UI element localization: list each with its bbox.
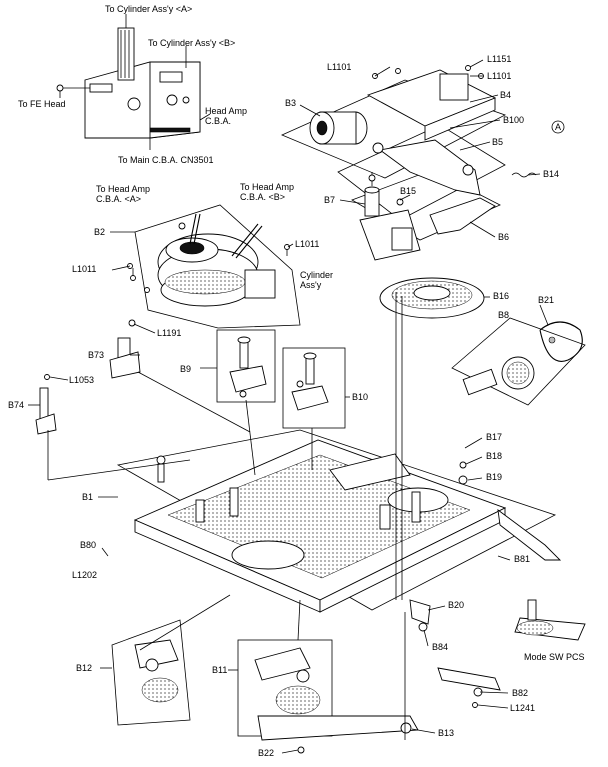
part-B6: B6 bbox=[498, 232, 509, 242]
head-amp-a-line2: C.B.A. <A> bbox=[96, 194, 141, 204]
part-B73: B73 bbox=[88, 350, 104, 360]
part-B3: B3 bbox=[285, 98, 296, 108]
main-chassis-b1 bbox=[116, 429, 562, 613]
part-B21: B21 bbox=[538, 295, 554, 305]
part-L1191: L1191 bbox=[157, 328, 181, 338]
label-head-amp-a: To Head Amp C.B.A. <A> bbox=[96, 184, 153, 204]
part-b74 bbox=[35, 374, 57, 435]
part-L1053: L1053 bbox=[69, 375, 94, 385]
part-B10: B10 bbox=[352, 392, 368, 402]
part-B80: B80 bbox=[80, 540, 96, 550]
part-B16: B16 bbox=[493, 291, 509, 301]
guide-b10 bbox=[282, 347, 346, 429]
head-amp-line2: C.B.A. bbox=[205, 116, 231, 126]
part-b73 bbox=[109, 319, 141, 379]
gear-assembly-b11 bbox=[237, 639, 333, 737]
part-L1101-b: L1101 bbox=[487, 71, 511, 81]
cylinder-line1: Cylinder bbox=[300, 270, 333, 280]
head-amp-line1: Head Amp bbox=[205, 106, 247, 116]
part-B2: B2 bbox=[94, 227, 105, 237]
label-cyl-b: To Cylinder Ass'y <B> bbox=[148, 38, 235, 48]
part-B15: B15 bbox=[400, 186, 416, 196]
label-cylinder-assy: Cylinder Ass'y bbox=[300, 270, 336, 290]
head-amp-b-line2: C.B.A. <B> bbox=[240, 192, 285, 202]
cylinder-assy bbox=[127, 204, 301, 329]
lever-b20 bbox=[409, 599, 431, 632]
upper-right-assembly bbox=[280, 65, 565, 261]
cylinder-line2: Ass'y bbox=[300, 280, 322, 290]
part-B11: B11 bbox=[212, 665, 227, 675]
part-B13: B13 bbox=[438, 728, 454, 738]
head-amp-b-line1: To Head Amp bbox=[240, 182, 294, 192]
part-B17: B17 bbox=[486, 432, 502, 442]
head-amp-cba-board bbox=[56, 14, 211, 150]
part-B18: B18 bbox=[486, 451, 502, 461]
part-B14: B14 bbox=[543, 169, 559, 179]
part-B1: B1 bbox=[82, 492, 93, 502]
part-B81: B81 bbox=[514, 554, 530, 564]
part-B5: B5 bbox=[492, 137, 503, 147]
head-amp-a-line1: To Head Amp bbox=[96, 184, 150, 194]
part-L1011-a: L1011 bbox=[295, 239, 319, 249]
part-B84: B84 bbox=[432, 642, 448, 652]
part-B19: B19 bbox=[486, 472, 502, 482]
part-B22: B22 bbox=[258, 748, 274, 758]
leader-lines bbox=[28, 59, 549, 754]
label-fe-head: To FE Head bbox=[18, 99, 66, 109]
gear-assembly-b12 bbox=[111, 619, 191, 726]
label-circle-a: A bbox=[555, 122, 561, 132]
reel-disk-b16 bbox=[379, 277, 485, 319]
arm-b82 bbox=[437, 667, 501, 708]
part-B12: B12 bbox=[76, 663, 92, 673]
part-B7: B7 bbox=[324, 195, 335, 205]
part-B82: B82 bbox=[512, 688, 528, 698]
part-B74: B74 bbox=[8, 400, 24, 410]
part-B4: B4 bbox=[500, 90, 511, 100]
part-B20: B20 bbox=[448, 600, 464, 610]
part-L1101-a: L1101 bbox=[327, 62, 351, 72]
motor-b3 bbox=[309, 111, 368, 145]
lever-b13 bbox=[257, 715, 419, 754]
guide-b9 bbox=[216, 329, 276, 403]
label-main-cba: To Main C.B.A. CN3501 bbox=[118, 155, 214, 165]
gear-assembly-b8 bbox=[451, 317, 586, 406]
label-head-amp-b: To Head Amp C.B.A. <B> bbox=[240, 182, 297, 202]
part-B8: B8 bbox=[498, 310, 509, 320]
reel-body-b7 bbox=[359, 172, 421, 261]
label-cyl-a: To Cylinder Ass'y <A> bbox=[105, 4, 192, 14]
mode-sw-pcs bbox=[514, 599, 586, 641]
label-head-amp-cba: Head Amp C.B.A. bbox=[205, 106, 250, 126]
part-L1151: L1151 bbox=[487, 54, 511, 64]
part-L1202: L1202 bbox=[72, 570, 97, 580]
part-B9: B9 bbox=[180, 364, 191, 374]
callout-labels: To Cylinder Ass'y <A> To Cylinder Ass'y … bbox=[8, 4, 585, 758]
part-L1241: L1241 bbox=[510, 703, 535, 713]
part-L1011-b: L1011 bbox=[72, 264, 96, 274]
label-mode-sw: Mode SW PCS bbox=[524, 652, 585, 662]
part-B100: B100 bbox=[503, 115, 524, 125]
